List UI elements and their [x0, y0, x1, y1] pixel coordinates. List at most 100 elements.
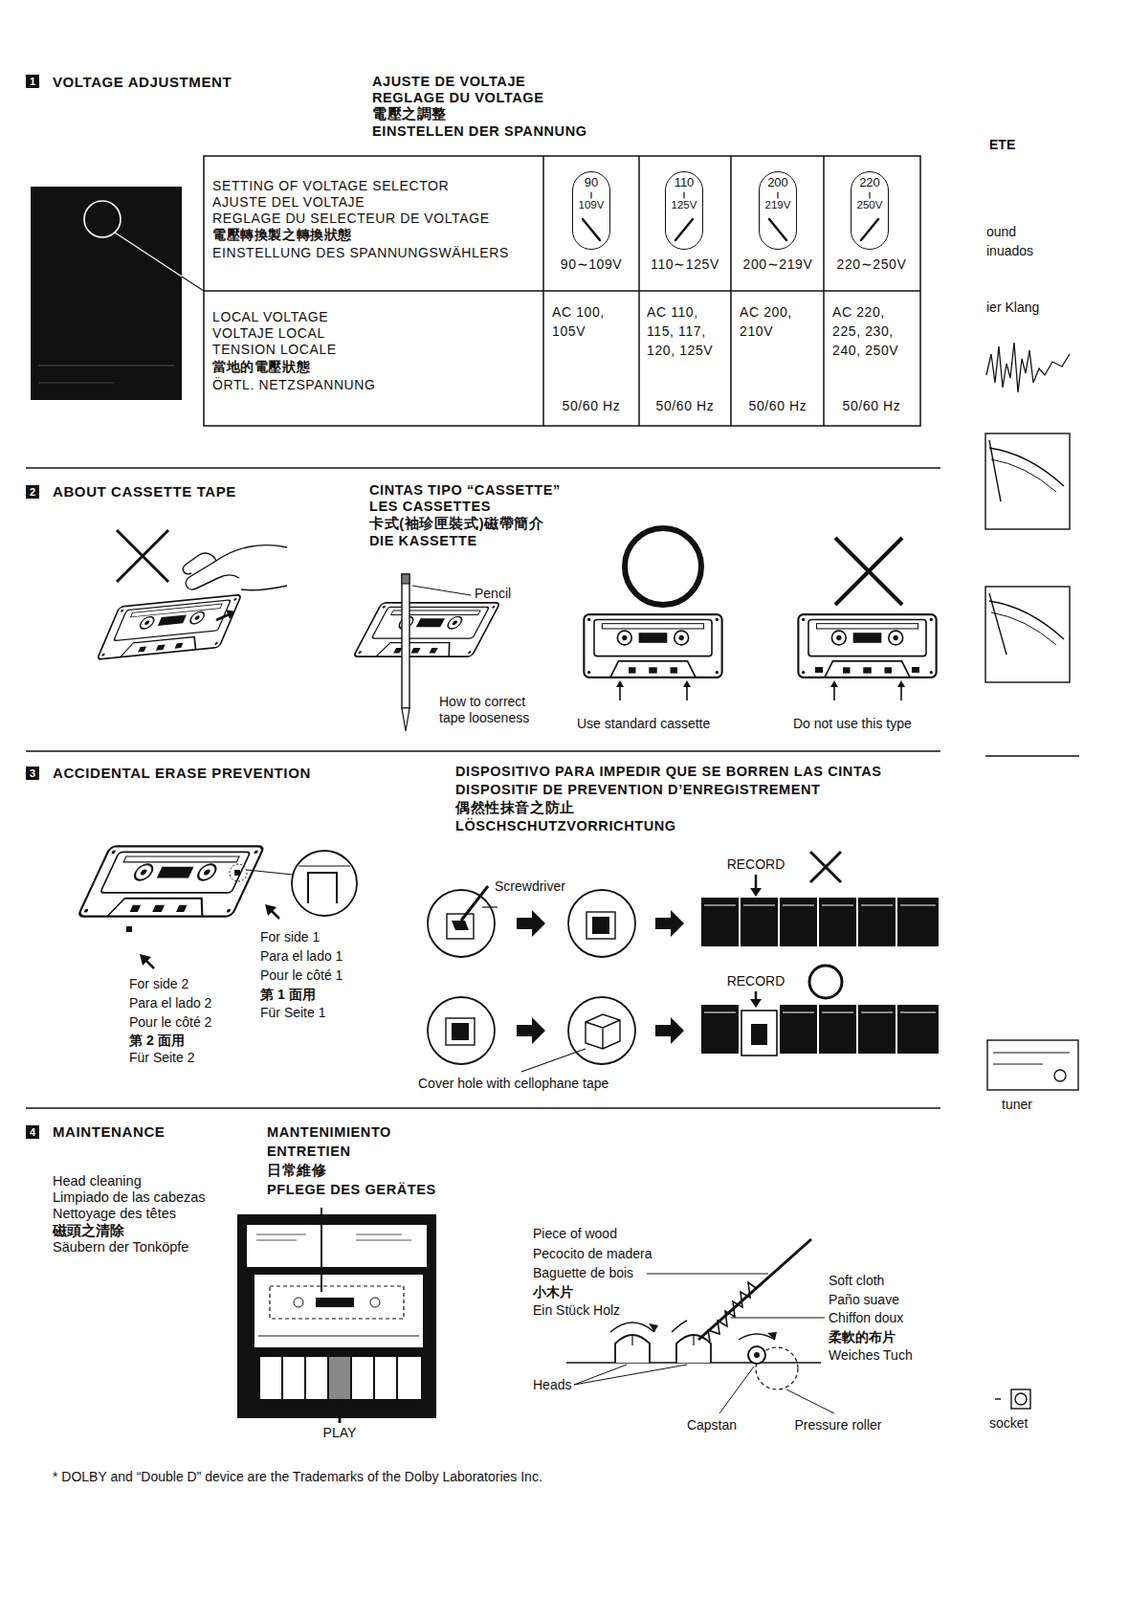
dial-value: 90: [573, 175, 610, 190]
section-heading: REGLAGE DU VOLTAGE: [372, 88, 544, 107]
deck-illustration: [269, 1285, 404, 1319]
section-heading: DISPOSITIF DE PREVENTION D’ENREGISTREMEN…: [455, 780, 821, 798]
callout-label: Chiffon doux: [828, 1309, 904, 1328]
deck-illustration: [237, 1207, 437, 1423]
adjacent-page-fragments: [991, 459, 1057, 492]
adjacent-page-fragments: [991, 612, 1057, 645]
callout-label: 第 1 面用: [260, 986, 316, 1004]
erase-prevention-illustration: [750, 887, 762, 897]
table-cell: VOLTAJE LOCAL: [212, 325, 326, 343]
section-number: 4: [25, 1125, 40, 1139]
callout-label: Pour le côté 2: [129, 1014, 212, 1032]
cassette-handling-illustration: [616, 680, 624, 687]
dial-value: 200: [759, 175, 797, 190]
erase-prevention-illustration: [77, 845, 939, 1072]
section-heading: 日常維修: [266, 1161, 327, 1179]
head-cleaning-illustration: [748, 1346, 766, 1364]
voltage-table: [203, 155, 921, 426]
table-cell: AJUSTE DEL VOLTAJE: [212, 194, 365, 212]
head-cleaning-illustration: [646, 1273, 769, 1275]
dial-value: 250V: [851, 198, 888, 212]
cassette-handling-illustration: [353, 602, 501, 657]
voltage-dial-marks: [582, 192, 879, 241]
head-cleaning-illustration: [574, 1364, 687, 1385]
cassette-handling-illustration: [685, 685, 688, 701]
cassette-handling-illustration: [96, 594, 242, 660]
deck-illustration: [352, 1356, 374, 1399]
erase-prevention-illustration: [810, 851, 841, 883]
section-rules: [25, 466, 941, 469]
voltage-illustration: [38, 365, 175, 367]
cassette-handling-illustration: [225, 609, 236, 620]
adjacent-page-fragments: [993, 1052, 1070, 1054]
deck-illustration: [355, 1239, 412, 1241]
callout-label: Pecocito de madera: [532, 1245, 653, 1263]
section-heading: DIE KASSETTE: [369, 531, 478, 550]
erase-prevention-illustration: [704, 1011, 736, 1013]
erase-prevention-illustration: [743, 904, 775, 906]
section-number-text: 4: [25, 1125, 40, 1139]
voltage-dial: 90109V: [572, 171, 611, 250]
erase-prevention-illustration: [821, 1011, 854, 1013]
section-number: 1: [25, 74, 40, 89]
dial-value: 219V: [759, 198, 797, 212]
erase-prevention-illustration: [809, 965, 842, 998]
voltage-dial-marks: [683, 192, 685, 199]
table-cell: 200∼219V: [743, 256, 814, 274]
callout-label: Head cleaning: [52, 1172, 142, 1190]
adjacent-page-fragments: [985, 586, 1070, 683]
adjacent-page-fragments: [987, 1039, 1079, 1090]
section-rules: [985, 754, 1080, 757]
erase-prevention-illustration: [265, 904, 277, 916]
adjacent-page-fragments: [989, 440, 1001, 502]
erase-prevention-illustration: [858, 1004, 896, 1054]
voltage-table: [203, 155, 921, 426]
callout-label: Screwdriver: [494, 878, 566, 896]
cassette-handling-illustration: [900, 685, 903, 701]
table-cell: AC 220, 225, 230, 240, 250V: [832, 302, 907, 360]
erase-prevention-illustration: [461, 885, 488, 921]
section-heading: LES CASSETTES: [369, 497, 491, 515]
adjacent-page-fragments: [1011, 1389, 1031, 1409]
page-fragment: ier Klang: [986, 299, 1040, 317]
head-cleaning-illustration: [615, 1334, 650, 1363]
section-heading: 電壓之調整: [372, 105, 447, 123]
cassette-handling-illustration: [353, 602, 501, 657]
deck-illustration: [246, 1224, 427, 1267]
voltage-dial-marks: [582, 219, 600, 241]
callout-label: Use standard cassette: [576, 715, 710, 733]
voltage-table: [203, 289, 921, 292]
head-cleaning-illustration: [730, 1317, 825, 1319]
erase-prevention-illustration: [229, 863, 247, 882]
cassette-handling-illustration: [96, 594, 242, 660]
section-heading: ACCIDENTAL ERASE PREVENTION: [52, 764, 311, 783]
callout-label: 磁頭之清除: [52, 1221, 125, 1239]
erase-prevention-illustration: [701, 1004, 739, 1054]
voltage-dial-marks: [590, 192, 592, 199]
section-rules: [25, 750, 941, 752]
cassette-handling-illustration: [116, 530, 169, 582]
page-fragment: socket: [989, 1415, 1028, 1433]
callout-label: Nettoyage des têtes: [52, 1204, 177, 1222]
cassette-handling-illustration: [412, 585, 471, 596]
callout-label: Säubern der Tonköpfe: [52, 1238, 189, 1256]
table-cell: AC 110, 115, 117, 120, 125V: [646, 302, 722, 360]
table-cell: AC 100, 105V: [552, 302, 627, 341]
erase-prevention-illustration: [291, 850, 357, 916]
erase-prevention-illustration: [818, 1004, 857, 1054]
cassette-handling-illustration: [797, 614, 936, 678]
callout-label: 柔軟的布片: [828, 1328, 896, 1347]
cassette-handling-illustration: [96, 528, 936, 731]
deck-illustration: [355, 1234, 402, 1236]
section-number-text: 3: [25, 766, 40, 780]
erase-prevention-illustration: [592, 916, 610, 934]
callout-label: RECORD: [727, 856, 786, 874]
deck-illustration: [370, 1297, 380, 1307]
cassette-handling-illustration: [619, 685, 621, 701]
callout-label: Piece of wood: [532, 1225, 618, 1243]
voltage-dial-marks: [769, 219, 787, 241]
erase-prevention-illustration: [77, 845, 265, 916]
voltage-table: [638, 155, 641, 426]
erase-prevention-illustration: [427, 889, 495, 957]
